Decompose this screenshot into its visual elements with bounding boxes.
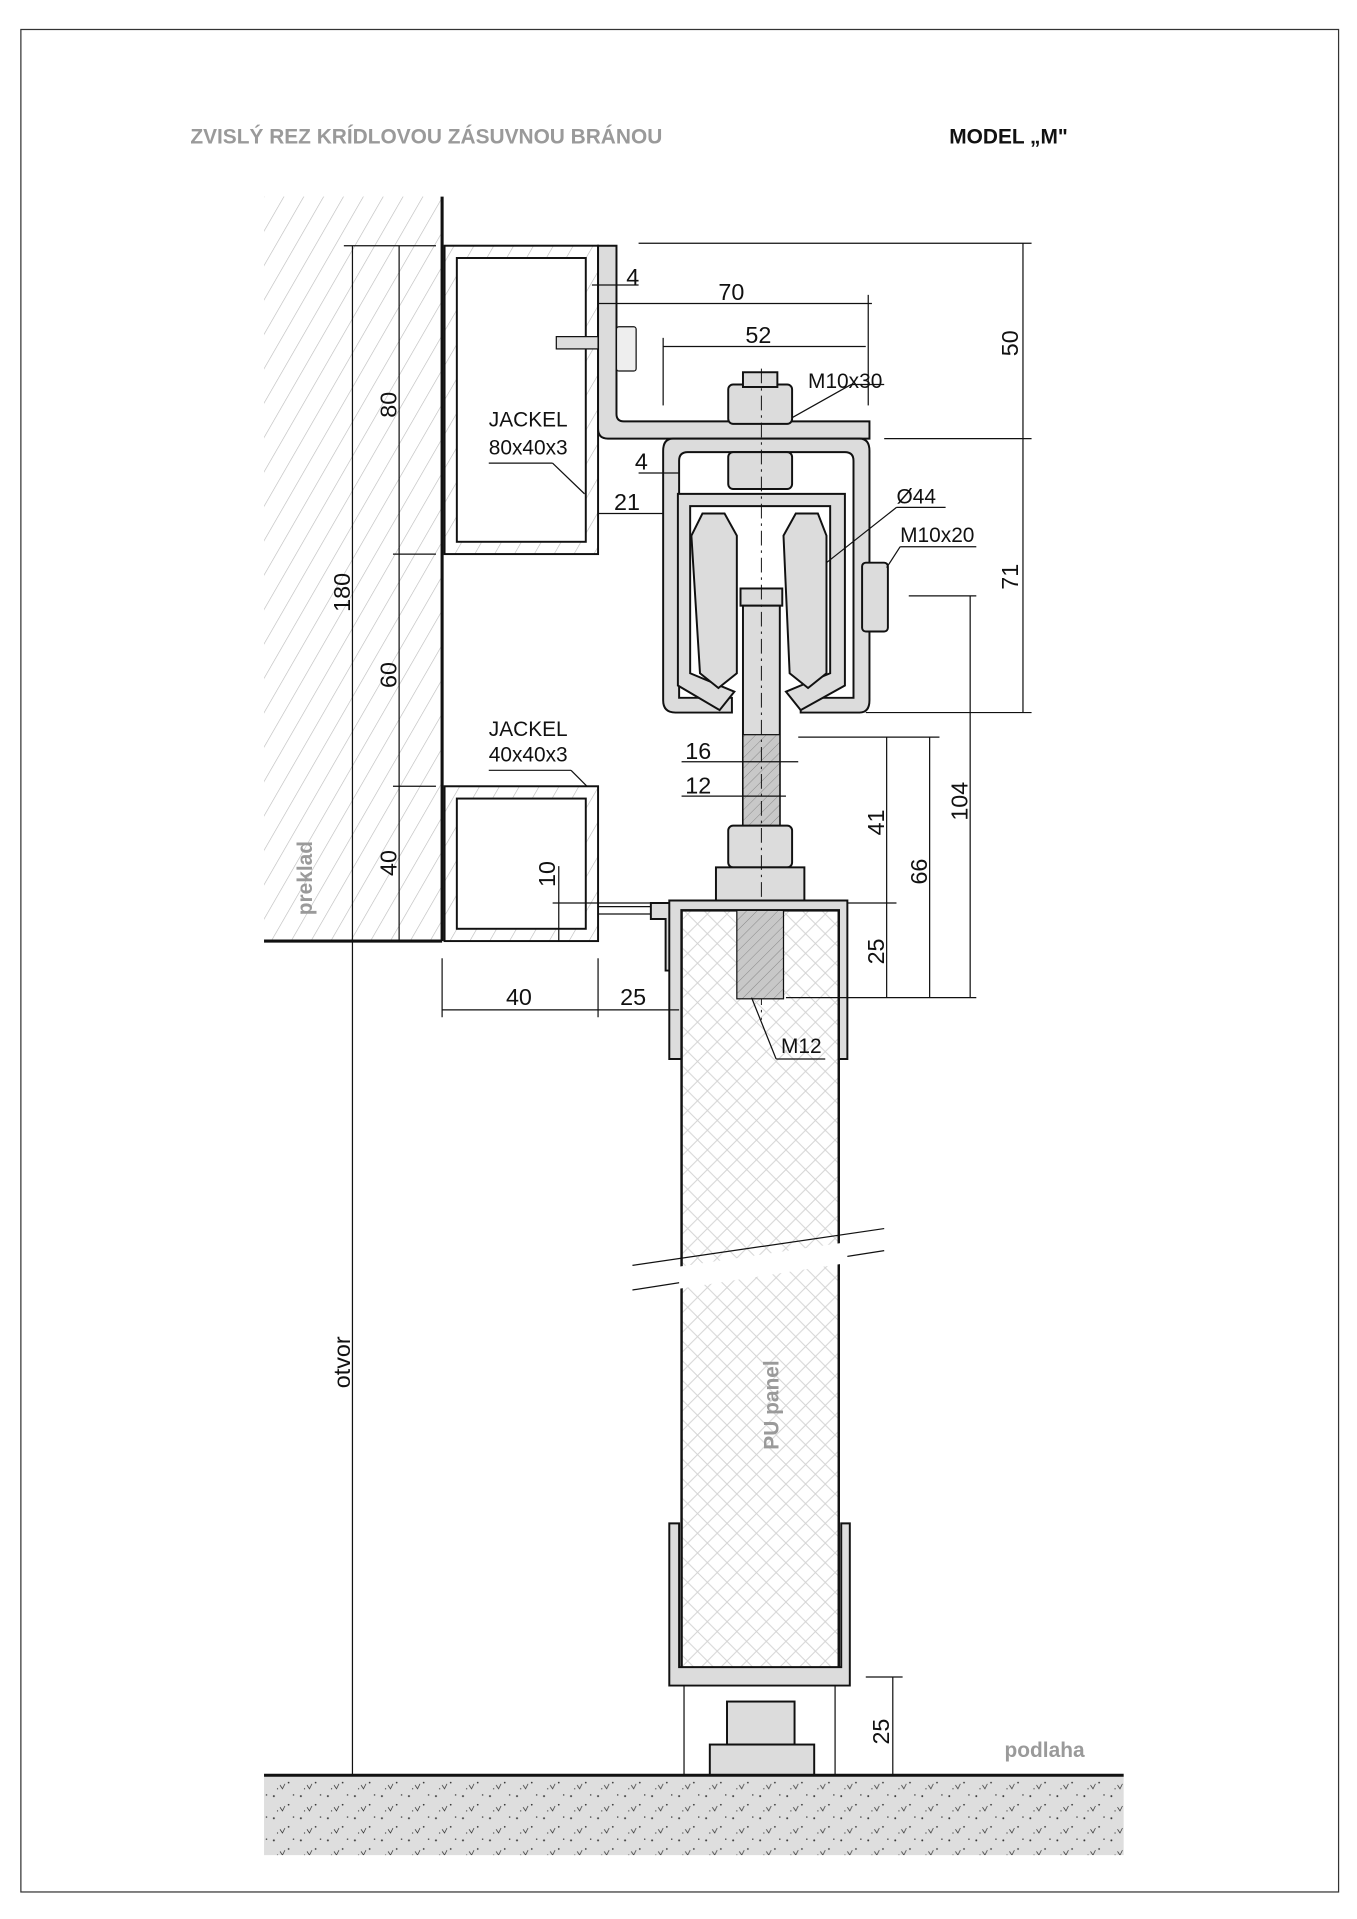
model-label: MODEL „M" [949, 126, 1068, 149]
dim-50: 50 [997, 330, 1023, 356]
dim-40-vertical: 40 [376, 850, 402, 876]
nut-stud [727, 824, 794, 869]
dim-25-panel: 25 [863, 938, 889, 964]
roller-carriage [662, 368, 889, 1020]
pu-panel [632, 899, 885, 1777]
jackel-80x40x3-profile [443, 244, 600, 556]
lintel-label: preklad [294, 841, 317, 915]
floor [264, 1773, 1124, 1856]
jackel-40x40x3-profile [443, 785, 674, 972]
dim-40-horizontal: 40 [506, 984, 532, 1010]
jackel-bottom-name: JACKEL [489, 718, 568, 741]
dim-frame-4: 4 [635, 448, 648, 474]
wheel-diameter-label: Ø44 [896, 486, 935, 509]
dim-16: 16 [685, 738, 711, 764]
washer-block [714, 866, 806, 906]
dim-80: 80 [376, 392, 402, 418]
dim-70: 70 [718, 279, 744, 305]
wheel-right [782, 512, 828, 690]
floor-label: podlaha [1005, 1739, 1085, 1762]
nut-second [727, 451, 794, 490]
dim-12: 12 [685, 773, 711, 799]
dimension-lines [343, 242, 1032, 1776]
dim-71: 71 [997, 564, 1023, 590]
wheel-left [690, 512, 738, 690]
jackel-top-name: JACKEL [489, 408, 568, 431]
dim-104: 104 [947, 782, 973, 821]
dim-180: 180 [329, 573, 355, 612]
opening-label: otvor [329, 1336, 355, 1388]
panel-label: PU panel [761, 1360, 784, 1449]
dim-10: 10 [534, 861, 560, 887]
dim-25-floor: 25 [868, 1719, 894, 1745]
dim-21: 21 [614, 489, 640, 515]
dim-41: 41 [863, 809, 889, 835]
anchor-bolt [555, 326, 637, 372]
jackel-bottom-size: 40x40x3 [489, 744, 568, 767]
dim-25-gap: 25 [620, 984, 646, 1010]
nut-side [861, 561, 889, 633]
nut-top [727, 383, 794, 425]
sheet-border [20, 28, 1340, 1893]
bolt-m10x20-label: M10x20 [900, 524, 974, 547]
angle-bracket [597, 244, 871, 440]
dim-plate-4: 4 [626, 264, 639, 290]
bolt-m10x30-label: M10x30 [808, 370, 882, 393]
dim-52: 52 [745, 322, 771, 348]
dim-66: 66 [906, 859, 932, 885]
jackel-top-size: 80x40x3 [489, 437, 568, 460]
dim-60: 60 [376, 662, 402, 688]
stud-m12-label: M12 [781, 1035, 822, 1058]
drawing-title: ZVISLÝ REZ KRÍDLOVOU ZÁSUVNOU BRÁNOU [190, 125, 662, 149]
